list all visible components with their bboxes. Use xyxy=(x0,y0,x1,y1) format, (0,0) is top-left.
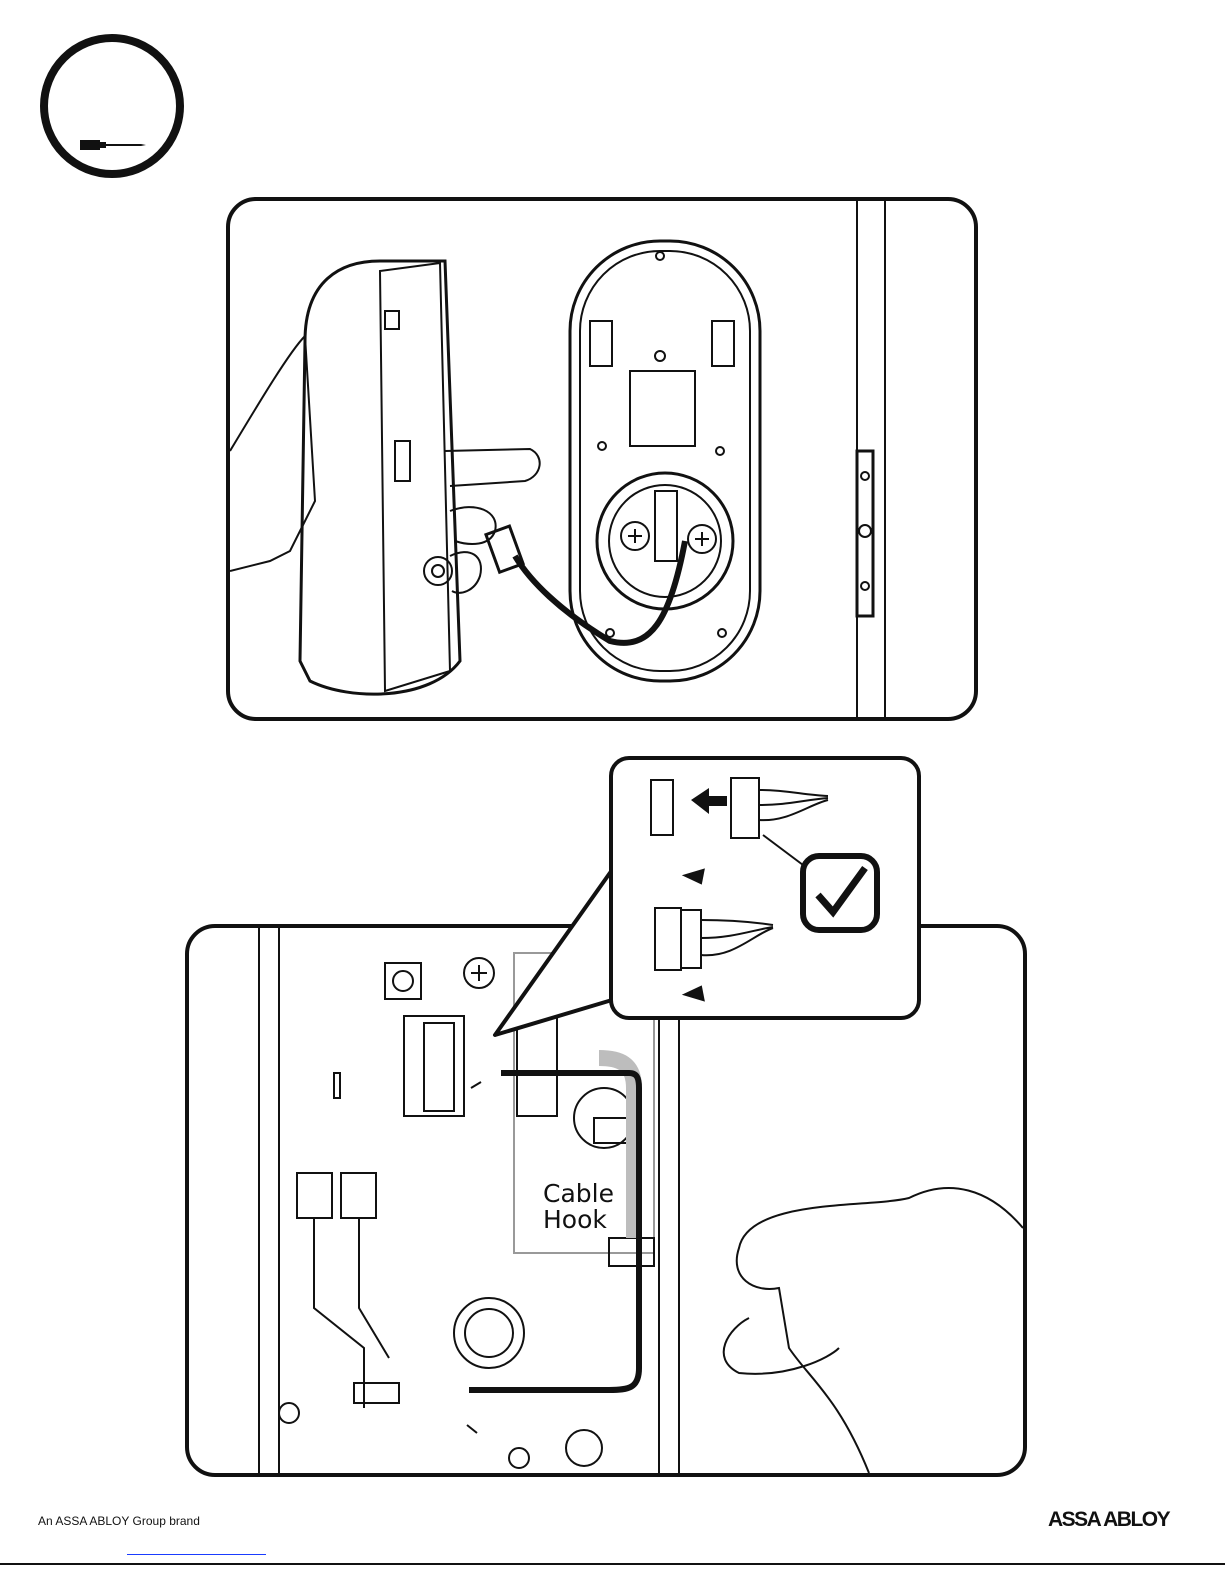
screwdriver-icon xyxy=(40,34,184,178)
tool-required-badge xyxy=(38,32,186,180)
cable-routing-illustration xyxy=(258,928,1023,1473)
assa-abloy-logo: ASSA ABLOY xyxy=(1048,1508,1171,1531)
connector-detail-inset xyxy=(609,756,921,1020)
checkmark-icon xyxy=(800,853,880,933)
interior-assembly-illustration xyxy=(230,201,886,717)
footer-link[interactable] xyxy=(127,1554,266,1555)
connector-detail-illustration xyxy=(650,777,880,1002)
cable-hook-label-line1: Cable xyxy=(543,1179,614,1208)
cable-hook-label: Cable Hook xyxy=(543,1181,614,1233)
figure-remove-interior-assembly xyxy=(226,197,978,721)
footer-brand-text: An ASSA ABLOY Group brand xyxy=(38,1514,200,1528)
page-divider xyxy=(0,1563,1225,1565)
cable-hook-label-line2: Hook xyxy=(543,1205,607,1234)
